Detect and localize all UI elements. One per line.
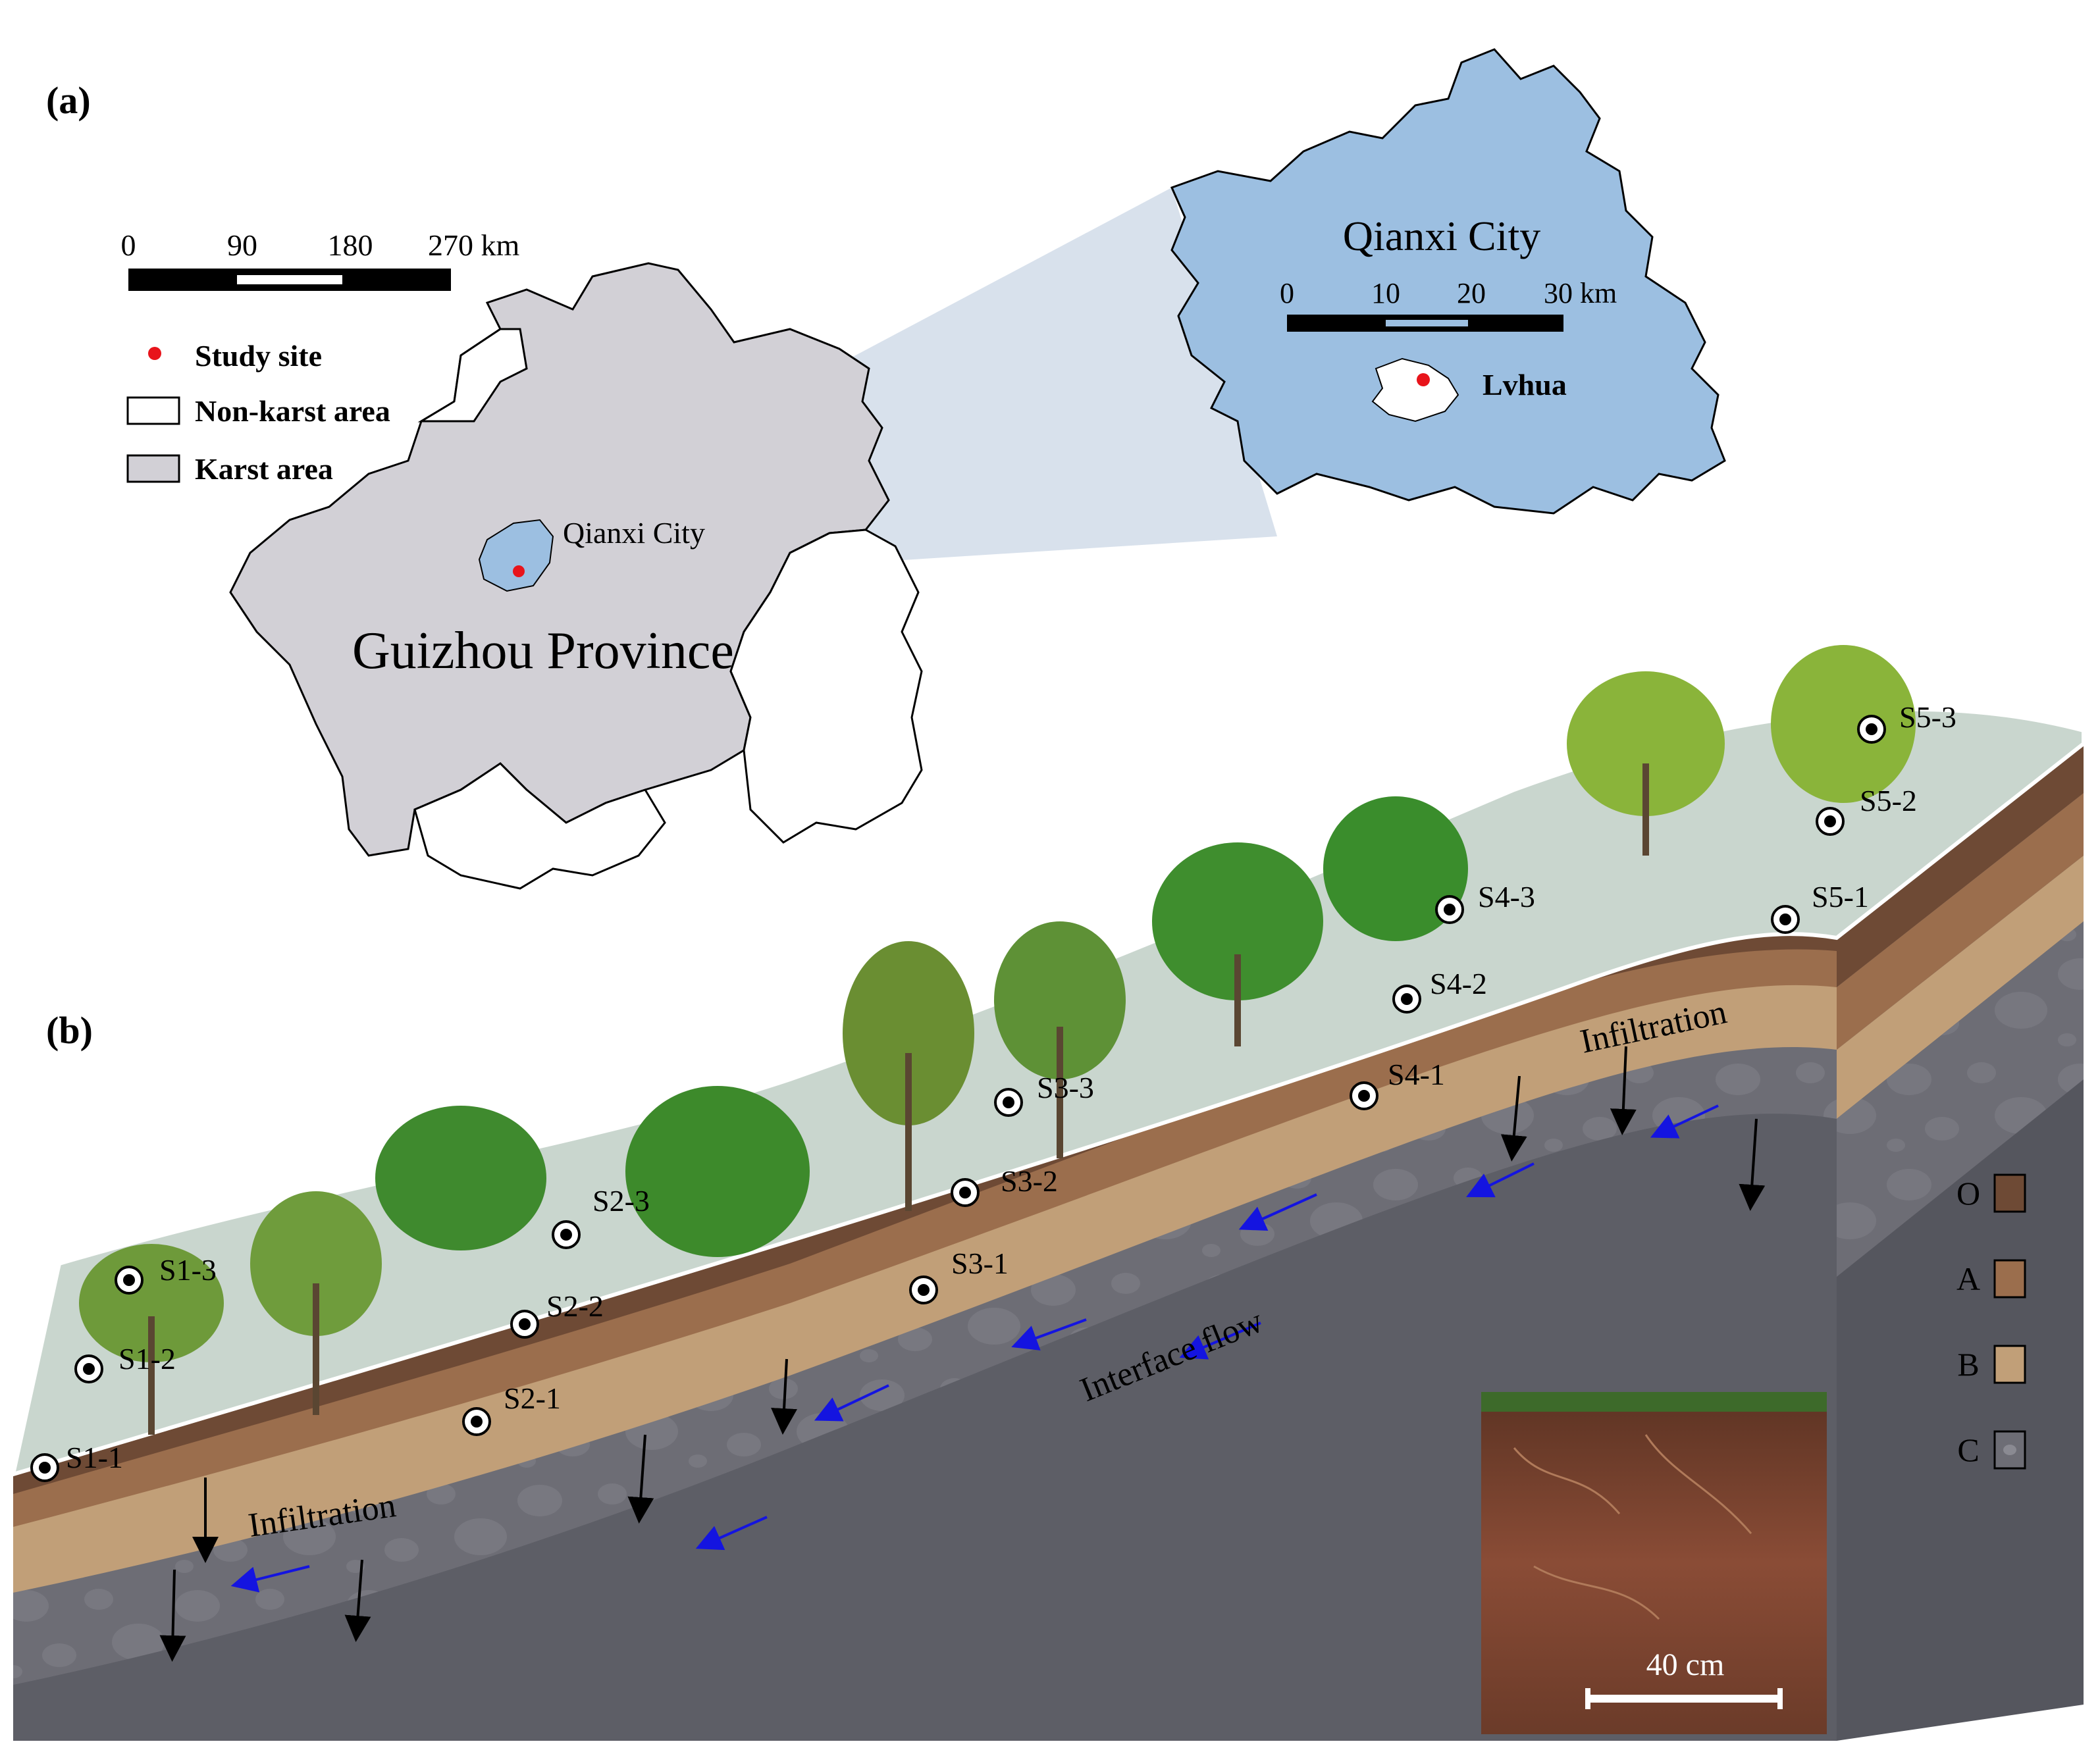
inset-scale-bar: 0 10 20 30 km [1280, 277, 1617, 332]
qianxi-city-inset [1170, 48, 1726, 515]
layer-legend: O A B C [1956, 1173, 2026, 1470]
svg-text:S2-1: S2-1 [504, 1381, 561, 1415]
site-s3-2: S3-2 [951, 1164, 1058, 1207]
layer-c-label: C [1957, 1431, 1979, 1468]
svg-text:S4-3: S4-3 [1478, 880, 1535, 914]
panel-a: (a) 0 90 180 270 km Study site Non-karst… [46, 48, 1726, 890]
non-karst-area-south [413, 762, 666, 890]
layer-b-swatch [1993, 1345, 2026, 1384]
o-layer [13, 934, 1837, 1494]
scale-tick-270: 270 km [428, 228, 520, 262]
inset-tick-30: 30 km [1544, 277, 1617, 309]
qianxi-city-small [478, 519, 554, 592]
study-site-symbol [148, 347, 161, 360]
map-legend: Study site Non-karst area Karst area [126, 339, 390, 486]
svg-text:S1-2: S1-2 [118, 1342, 176, 1376]
site-s1-2: S1-2 [74, 1342, 176, 1383]
non-karst-area-east [729, 528, 923, 844]
svg-text:S5-2: S5-2 [1860, 784, 1917, 817]
qianxi-city-label-small: Qianxi City [563, 516, 705, 550]
svg-text:S4-2: S4-2 [1430, 967, 1487, 1000]
a-layer [13, 934, 1837, 1527]
site-s2-3: S2-3 [552, 1184, 650, 1249]
karst-symbol [126, 454, 180, 483]
site-s1-1: S1-1 [30, 1441, 123, 1482]
legend-non-karst: Non-karst area [195, 394, 390, 428]
site-s2-2: S2-2 [510, 1289, 604, 1339]
sampling-sites: S1-1 S1-2 S1-3 S2-1 S2-2 S2-3 S3-1 S3-2 … [30, 700, 1956, 1482]
study-site-small [513, 565, 525, 577]
scale-tick-0: 0 [121, 228, 136, 262]
site-s5-3: S5-3 [1857, 700, 1956, 744]
panel-b-label: (b) [46, 1009, 93, 1052]
svg-text:S5-3: S5-3 [1899, 700, 1956, 734]
study-site-inset [1417, 373, 1430, 386]
panel-b: (b) [10, 645, 2086, 1741]
svg-text:S1-3: S1-3 [159, 1253, 217, 1287]
svg-text:S3-1: S3-1 [951, 1247, 1009, 1280]
site-s2-1: S2-1 [462, 1381, 561, 1436]
layer-b-label: B [1957, 1346, 1979, 1383]
layer-o-label: O [1956, 1175, 1980, 1212]
lvhua-area [1371, 357, 1459, 423]
scale-tick-180: 180 [328, 228, 373, 262]
site-s3-1: S3-1 [909, 1247, 1009, 1304]
site-s4-1: S4-1 [1350, 1058, 1445, 1110]
side-b-layer [1837, 856, 2084, 1119]
main-scale-bar: 0 90 180 270 km [121, 228, 520, 291]
photo-scale-bar [1588, 1695, 1780, 1703]
site-s4-3: S4-3 [1435, 880, 1535, 924]
svg-text:S3-2: S3-2 [1001, 1164, 1058, 1198]
svg-text:S3-3: S3-3 [1037, 1071, 1094, 1104]
layer-o-swatch [1993, 1173, 2026, 1213]
site-s3-3: S3-3 [994, 1071, 1094, 1117]
inset-tick-20: 20 [1457, 277, 1486, 309]
site-s5-1: S5-1 [1771, 880, 1869, 934]
non-karst-symbol [126, 396, 180, 425]
scale-tick-90: 90 [227, 228, 257, 262]
interface-flow-arrows [230, 1104, 1719, 1593]
svg-text:S1-1: S1-1 [66, 1441, 123, 1474]
lvhua-label: Lvhua [1483, 368, 1567, 401]
infiltration-arrows [159, 1046, 1766, 1662]
inset-title: Qianxi City [1343, 213, 1540, 259]
photo-scale-label: 40 cm [1646, 1647, 1725, 1682]
svg-text:S4-1: S4-1 [1388, 1058, 1445, 1091]
inset-tick-0: 0 [1280, 277, 1294, 309]
inset-tick-10: 10 [1371, 277, 1400, 309]
layer-a-label: A [1956, 1260, 1980, 1297]
svg-text:S2-2: S2-2 [546, 1289, 604, 1323]
legend-study-site: Study site [195, 339, 322, 373]
non-karst-area-northwest [417, 328, 528, 423]
province-label: Guizhou Province [352, 622, 734, 680]
vegetation [79, 645, 1916, 1435]
svg-text:S2-3: S2-3 [592, 1184, 650, 1218]
side-o-layer [1837, 744, 2084, 987]
site-s5-2: S5-2 [1816, 784, 1917, 836]
side-a-layer [1837, 793, 2084, 1050]
soil-profile-photo: 40 cm [1481, 1392, 1827, 1734]
legend-karst: Karst area [195, 452, 333, 486]
panel-a-label: (a) [46, 79, 91, 122]
svg-text:S5-1: S5-1 [1812, 880, 1869, 914]
layer-a-swatch [1993, 1259, 2026, 1299]
site-s1-3: S1-3 [115, 1253, 217, 1295]
site-s4-2: S4-2 [1392, 967, 1487, 1014]
